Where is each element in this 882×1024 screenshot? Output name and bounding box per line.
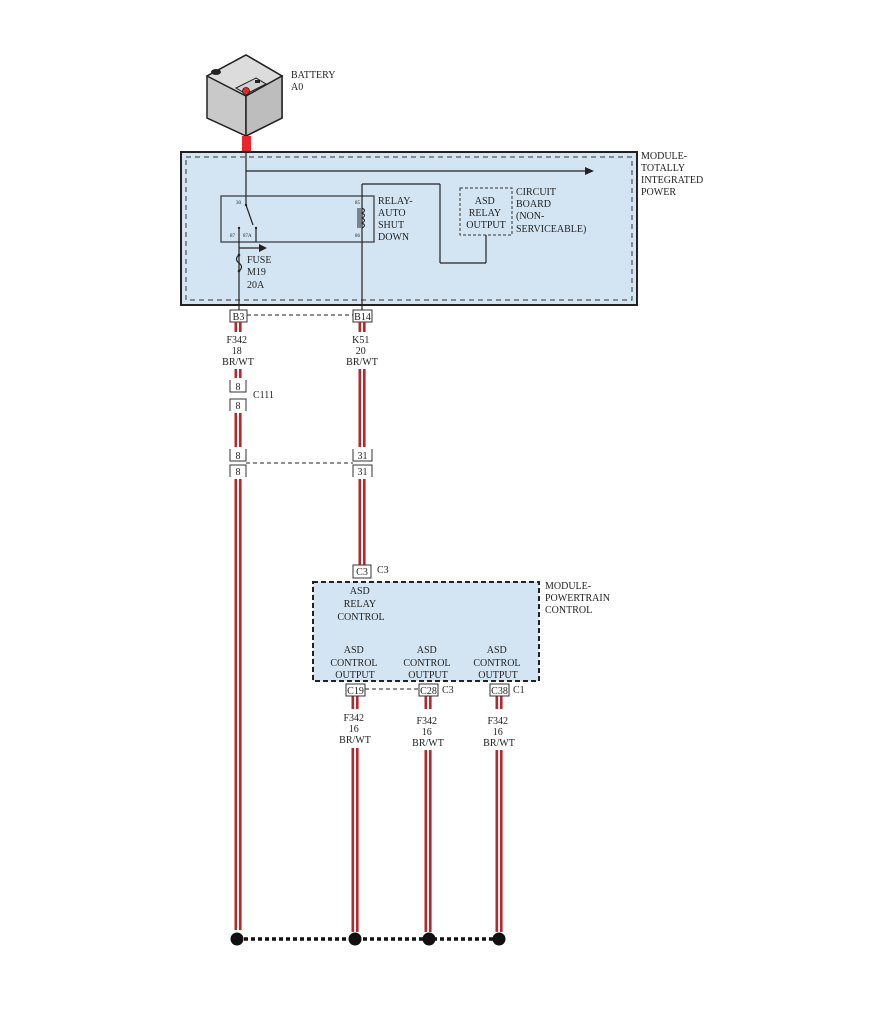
battery-name: BATTERY: [291, 70, 335, 81]
battery-positive-terminal: [242, 136, 251, 152]
relay-pin-85: 85: [355, 201, 361, 206]
relay-label: RELAY- AUTO SHUT DOWN: [378, 196, 415, 243]
connector-c28-group: C3: [442, 685, 454, 696]
connector-c38-group: C1: [513, 685, 525, 696]
wire-f342-16-2: [429, 750, 432, 932]
relay-pin-30: 30: [236, 201, 242, 206]
wire-right-label: K51 20 BR/WT: [346, 335, 378, 368]
wire-output-3-label: F342 16 BR/WT: [483, 716, 515, 749]
wire-k51-20: [363, 479, 366, 565]
fuse-terminal-dot: [237, 269, 241, 273]
connector-c111-label: C111: [253, 390, 274, 401]
connector-c38: [489, 683, 510, 697]
tipm-module: [180, 151, 638, 306]
pcm-input-connector-label: C3: [377, 565, 389, 576]
wire-left-label: F342 18 BR/WT: [222, 335, 254, 368]
wire-k51-20: [358, 369, 362, 447]
relay-pin-87a: 87A: [243, 234, 252, 239]
fuse-label: FUSE M19 20A: [247, 255, 274, 291]
wire-output-2-label: F342 16 BR/WT: [412, 716, 444, 749]
connector-c19-label: C19: [347, 686, 364, 697]
wire-f342-16-3: [495, 696, 499, 709]
svg-text:31: 31: [358, 467, 368, 478]
relay-switch-icon: [237, 203, 267, 310]
battery-icon: [205, 54, 284, 138]
wire-f342-18: [239, 322, 242, 332]
asd-relay: [220, 195, 375, 243]
splice-node: [348, 932, 362, 946]
wire-output-1-label: F342 16 BR/WT: [339, 713, 371, 746]
connector-c28: [418, 683, 439, 697]
wire-f342-18: [234, 322, 238, 332]
battery-id: A0: [291, 82, 303, 93]
connector-pair-lower: 8 8 31 31: [229, 449, 373, 478]
wire-f342-16-1: [356, 696, 359, 709]
connector-c111: 8 8: [229, 380, 247, 412]
wire-f342-16-3: [495, 750, 499, 932]
svg-text:8: 8: [236, 451, 241, 462]
wire-f342-16-1: [351, 748, 355, 932]
wire-k51-20: [363, 322, 366, 332]
connector-b14: [352, 309, 373, 323]
pcm-module: [312, 581, 540, 682]
connector-c28-label: C28: [420, 686, 437, 697]
svg-text:8: 8: [236, 382, 241, 393]
wire-layer: [234, 322, 503, 932]
relay-coil-icon: [357, 184, 365, 310]
pcm-input-label: ASD RELAY CONTROL: [337, 586, 384, 623]
wire-f342-18: [234, 369, 238, 378]
circuit-board: [459, 187, 513, 236]
wire-f342-18: [234, 479, 238, 930]
wire-f342-16-3: [500, 696, 503, 709]
wire-f342-16-3: [500, 750, 503, 932]
splice-node: [422, 932, 436, 946]
relay-pin-87: 87: [230, 234, 236, 239]
connector-pcm-c3: [352, 564, 372, 579]
wire-f342-18: [239, 479, 242, 930]
connector-c38-label: C38: [491, 686, 508, 697]
pcm-output-1-label: ASD CONTROL OUTPUT: [330, 645, 379, 681]
fuse-icon: [235, 254, 243, 272]
pcm-label: MODULE- POWERTRAIN CONTROL: [545, 581, 612, 616]
wire-f342-18: [239, 413, 242, 447]
relay-pin-86: 86: [355, 234, 361, 239]
wire-k51-20: [358, 322, 362, 332]
svg-text:8: 8: [236, 401, 241, 412]
wire-f342-16-1: [356, 748, 359, 932]
tipm-inner-boundary: [185, 156, 633, 301]
arrow-right-icon: [585, 167, 594, 175]
tipm-label: MODULE- TOTALLY INTEGRATED POWER: [641, 151, 706, 198]
splice-node: [230, 932, 244, 946]
connector-c19: [345, 683, 366, 697]
splice-node: [492, 932, 506, 946]
wire-f342-16-1: [351, 696, 355, 709]
pcm-output-2-label: ASD CONTROL OUTPUT: [403, 645, 452, 681]
wire-f342-18: [234, 413, 238, 447]
connector-b3: [229, 309, 248, 323]
wire-f342-18: [239, 369, 242, 378]
wire-k51-20: [363, 369, 366, 447]
fuse-terminal-dot: [237, 253, 241, 257]
svg-text:31: 31: [358, 451, 368, 462]
connector-b14-label: B14: [354, 312, 371, 323]
connector-b3-label: B3: [233, 312, 245, 323]
wire-f342-16-2: [424, 696, 428, 709]
circuit-board-label: CIRCUIT BOARD (NON- SERVICEABLE): [516, 187, 586, 235]
circuit-board-inner-label: ASD RELAY OUTPUT: [466, 196, 505, 231]
pcm-input-pin: C3: [356, 567, 368, 578]
wire-f342-16-2: [429, 696, 432, 709]
svg-text:8: 8: [236, 467, 241, 478]
wire-f342-16-2: [424, 750, 428, 932]
pcm-output-3-label: ASD CONTROL OUTPUT: [473, 645, 522, 681]
wire-k51-20: [358, 479, 362, 565]
